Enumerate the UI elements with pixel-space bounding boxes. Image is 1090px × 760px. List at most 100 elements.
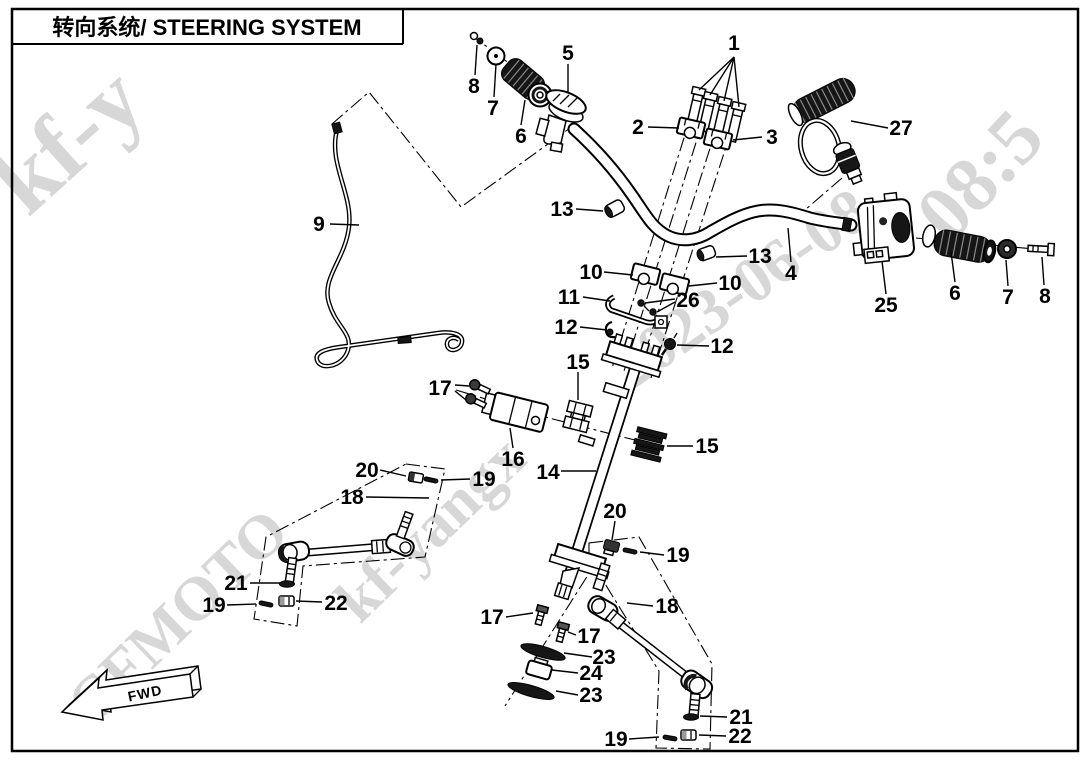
leader-line-4: [787, 227, 792, 263]
tie-rod-right-stud-upper: [592, 562, 611, 592]
leader-line-26: [656, 301, 676, 313]
leader-line-17-bottom-left: [505, 612, 534, 618]
callout-26: 26: [676, 289, 699, 312]
leader-line-19-upper-right: [639, 551, 665, 556]
bolt-17-lower-right: [555, 620, 571, 644]
callout-19-lower-right: 19: [604, 728, 627, 751]
callout-3: 3: [766, 126, 778, 149]
callout-13-right: 13: [748, 245, 771, 268]
leader-line-6-right: [950, 251, 956, 283]
leader-line-3: [732, 136, 763, 141]
callout-17-bottom-right: 17: [577, 625, 600, 648]
callout-24: 24: [579, 662, 603, 685]
leader-line-27: [850, 120, 889, 129]
leader-line-8-right: [1041, 256, 1045, 286]
leader-line-19-lower-left: [226, 603, 257, 606]
leader-line-10-left: [603, 271, 634, 276]
bolt-17-upper-a: [468, 379, 492, 395]
leader-line-17-upper: [454, 384, 470, 387]
plate-23-upper: [520, 643, 566, 661]
callout-4: 4: [785, 262, 797, 285]
callout-15-lower: 15: [695, 435, 719, 458]
callout-19-lower-left: 19: [202, 594, 225, 617]
callout-10-right: 10: [718, 272, 741, 295]
cable-end-fitting: [331, 121, 343, 135]
leader-line-6-left: [520, 99, 526, 126]
callout-6-left: 6: [515, 125, 527, 148]
leader-line-8-left: [474, 44, 478, 76]
pin-19-upper-left: [423, 476, 439, 484]
leader-line-22-right: [698, 734, 727, 737]
ball-joint-right: [680, 669, 714, 700]
leader-line-17-bottom-right: [567, 631, 577, 636]
leader-line-23-lower: [555, 690, 579, 696]
callout-20-right: 20: [603, 500, 626, 523]
callout-15-upper: 15: [566, 351, 590, 374]
callout-13-left: 13: [550, 198, 573, 221]
column-tab: [577, 433, 596, 447]
riser-clamp-left: [629, 262, 662, 286]
callout-23-lower: 23: [579, 684, 602, 707]
handlebar-pad-right: [696, 245, 717, 262]
riser-clamp-right: [658, 272, 691, 296]
nut-22-right: [680, 729, 697, 741]
callout-16: 16: [501, 448, 524, 471]
watermark-text: kf-y: [0, 45, 164, 233]
fastener-20-left: [407, 471, 425, 484]
page-title: 转向系统/ STEERING SYSTEM: [52, 15, 361, 40]
leader-line-1: [698, 56, 735, 91]
grip-right-assembly: [921, 224, 1056, 264]
leader-line-19-lower-right: [628, 736, 660, 740]
fastener-20-right: [602, 539, 621, 557]
leader-line-7-right: [1005, 259, 1009, 287]
cotter-pin-19-lower-right: [662, 734, 678, 742]
leader-line-18-right: [626, 602, 654, 607]
column-collar: [602, 381, 630, 400]
cotter-pin-19-lower-left: [258, 600, 274, 608]
leader-line-12-right: [676, 344, 710, 347]
tether-ring: [797, 117, 843, 177]
callout-8-left: 8: [468, 75, 480, 98]
leader-line-20-left: [379, 469, 407, 477]
leader-line-26: [644, 298, 676, 304]
leader-line-13-right: [715, 255, 748, 258]
fwd-label: FWD: [126, 682, 163, 705]
leader-line-2: [647, 126, 680, 129]
callout-22-right: 22: [728, 725, 751, 748]
callout-12-right: 12: [710, 335, 733, 358]
callout-9: 9: [313, 213, 325, 236]
clip-12-right: [660, 332, 678, 356]
plate-23-lower: [507, 682, 555, 700]
callout-10-left: 10: [579, 261, 602, 284]
handlebar-pad-left: [604, 199, 626, 218]
leader-line-11: [582, 296, 611, 302]
callout-18-right: 18: [655, 595, 679, 618]
leader-line-20-right: [611, 520, 616, 541]
callout-21-left: 21: [224, 572, 248, 595]
ball-joint-stud: [284, 556, 298, 584]
tie-rod-stud-upper: [395, 510, 414, 540]
handlebar-end: [841, 216, 853, 233]
callout-11: 11: [558, 286, 581, 309]
callout-12-left: 12: [554, 316, 577, 339]
washer-21-right: [683, 713, 699, 721]
page-frame: 转向系统/ STEERING SYSTEM: [10, 7, 1080, 753]
switch-housing-25: [852, 191, 915, 265]
callout-6-right: 6: [949, 282, 961, 305]
leader-line-1: [723, 56, 735, 102]
grip-collar: [921, 224, 937, 248]
leader-line-25: [881, 260, 887, 295]
tie-rod-right-boundary: [588, 536, 713, 750]
screws-26: [637, 299, 668, 329]
callout-19-upper-left: 19: [472, 468, 495, 491]
callout-20-left: 20: [355, 459, 378, 482]
column-top-plate: [600, 333, 664, 379]
callout-22-left: 22: [324, 592, 347, 615]
callout-7-right: 7: [1002, 286, 1014, 309]
handlebar-clamp-lower: [702, 127, 734, 151]
leader-line-24: [551, 669, 579, 674]
leader-line-1: [709, 56, 735, 96]
